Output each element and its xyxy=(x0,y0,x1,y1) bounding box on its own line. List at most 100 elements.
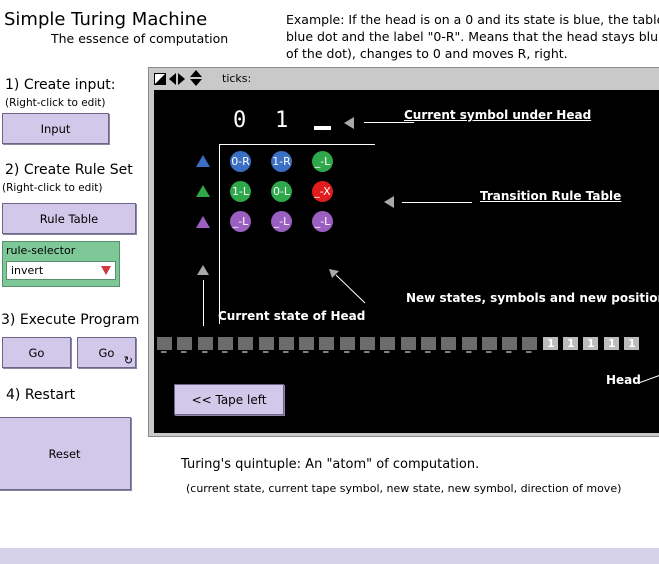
tape-cell: 1 xyxy=(563,337,578,350)
hint-right-click: (Right-click to edit) xyxy=(5,97,106,109)
tape-cell: _ xyxy=(441,337,456,353)
input-button[interactable]: Input xyxy=(2,113,109,144)
tape-cell-symbol: _ xyxy=(263,340,269,353)
tape-cell: _ xyxy=(360,337,375,353)
reset-button[interactable]: Reset xyxy=(0,417,131,490)
go-forever-label: Go xyxy=(98,345,115,360)
arrow-line xyxy=(364,122,414,123)
tape-cell: _ xyxy=(177,337,192,353)
tape-cell-symbol: _ xyxy=(303,340,309,353)
transition-table-label: Transition Rule Table xyxy=(480,189,622,203)
tape-cell-symbol: _ xyxy=(222,340,228,353)
tape-cell: _ xyxy=(319,337,334,353)
tape-cell: 1 xyxy=(543,337,558,350)
rule-cell[interactable]: _-L xyxy=(312,211,333,232)
quintuple-title: Turing's quintuple: An "atom" of computa… xyxy=(181,457,480,472)
quintuple-detail: (current state, current tape symbol, new… xyxy=(186,482,622,495)
top-symbol: 0 xyxy=(233,108,247,133)
dropdown-arrow-icon xyxy=(101,266,111,275)
tape-cell: _ xyxy=(259,337,274,353)
diagonal-arrow-icon xyxy=(329,269,366,304)
tape-cell-symbol: _ xyxy=(445,340,451,353)
tape-cell-symbol: 1 xyxy=(608,337,616,350)
tape-cell-symbol: _ xyxy=(384,340,390,353)
tape-cell-symbol: _ xyxy=(344,340,350,353)
tape-cell: _ xyxy=(421,337,436,353)
rule-selector-chooser[interactable]: rule-selector invert xyxy=(2,241,120,287)
arrow-line xyxy=(402,202,472,203)
step-execute-program: 3) Execute Program xyxy=(1,312,140,328)
example-line: of the dot), changes to 0 and moves R, r… xyxy=(286,46,568,61)
chooser-value: invert xyxy=(11,264,44,277)
current-state-marker-icon xyxy=(197,265,209,275)
tape-cell-symbol: 1 xyxy=(587,337,595,350)
tape-cell: 1 xyxy=(583,337,598,350)
go-forever-button[interactable]: Go ↻ xyxy=(77,337,136,368)
horizontal-resize-icon[interactable] xyxy=(169,73,185,85)
rule-cell[interactable]: 0-R xyxy=(230,151,251,172)
state-blue-icon xyxy=(196,155,210,167)
example-line: Example: If the head is on a 0 and its s… xyxy=(286,12,659,27)
vertical-resize-icon[interactable] xyxy=(190,70,202,86)
head-label: Head xyxy=(606,373,641,387)
tape-cell-symbol: _ xyxy=(486,340,492,353)
tape-cell: _ xyxy=(218,337,233,353)
rule-cell[interactable]: _-L xyxy=(230,211,251,232)
top-symbol-blank xyxy=(314,126,331,130)
new-states-label: New states, symbols and new position of … xyxy=(406,291,659,305)
tape-left-button[interactable]: << Tape left xyxy=(174,384,284,415)
tape-cell: _ xyxy=(340,337,355,353)
tape-cell: 1 xyxy=(604,337,619,350)
table-hline xyxy=(219,144,375,145)
bottom-panel-strip xyxy=(0,548,659,564)
view-toolbar: ticks: xyxy=(149,68,659,90)
rule-selector-dropdown[interactable]: invert xyxy=(6,261,116,280)
tape-cell: _ xyxy=(299,337,314,353)
ticks-label: ticks: xyxy=(222,72,252,85)
rule-cell[interactable]: 1-L xyxy=(230,181,251,202)
tape-cell-symbol: 1 xyxy=(547,337,555,350)
arrow-line xyxy=(203,280,204,326)
state-green-icon xyxy=(196,185,210,197)
tape-cell: _ xyxy=(502,337,517,353)
tape-cell-symbol: _ xyxy=(526,340,532,353)
tape-cell: _ xyxy=(462,337,477,353)
tape-cell: _ xyxy=(401,337,416,353)
top-symbol: 1 xyxy=(275,108,289,133)
rule-cell[interactable]: _-L xyxy=(312,151,333,172)
arrow-line xyxy=(639,371,659,383)
app-subtitle: The essence of computation xyxy=(51,31,229,46)
current-symbol-label: Current symbol under Head xyxy=(404,108,592,122)
hint-right-click: (Right-click to edit) xyxy=(2,182,103,194)
go-once-button[interactable]: Go xyxy=(2,337,71,368)
chooser-label: rule-selector xyxy=(6,244,76,257)
tape-cell: _ xyxy=(482,337,497,353)
rule-cell[interactable]: _-L xyxy=(271,211,292,232)
tape-cell: _ xyxy=(157,337,172,353)
tape-cell-symbol: _ xyxy=(323,340,329,353)
tape-cell: 1 xyxy=(624,337,639,350)
world-view: ticks: 0 1 Current symbol under Head 0-R… xyxy=(148,67,659,437)
tape-cell: _ xyxy=(522,337,537,353)
edit-icon[interactable] xyxy=(154,73,166,85)
step-create-input: 1) Create input: xyxy=(5,77,116,93)
current-state-label: Current state of Head xyxy=(218,309,366,323)
tape-cell-symbol: _ xyxy=(506,340,512,353)
left-arrow-icon xyxy=(384,196,394,208)
tape-cell-symbol: 1 xyxy=(567,337,575,350)
tape-cell-symbol: _ xyxy=(161,340,167,353)
example-line: blue dot and the label "0-R". Means that… xyxy=(286,29,659,44)
rule-cell[interactable]: 1-R xyxy=(271,151,292,172)
rule-table-button[interactable]: Rule Table xyxy=(2,203,136,234)
tape-cell-symbol: _ xyxy=(283,340,289,353)
tape-cell-symbol: _ xyxy=(242,340,248,353)
rule-cell[interactable]: _-X xyxy=(312,181,333,202)
tape-cell-symbol: _ xyxy=(405,340,411,353)
rule-cell[interactable]: 0-L xyxy=(271,181,292,202)
tape-cell-symbol: _ xyxy=(181,340,187,353)
tape-cell: _ xyxy=(380,337,395,353)
tape-cell: _ xyxy=(279,337,294,353)
tape-cell-symbol: _ xyxy=(364,340,370,353)
world-canvas: 0 1 Current symbol under Head 0-R 1-R _-… xyxy=(154,90,659,433)
